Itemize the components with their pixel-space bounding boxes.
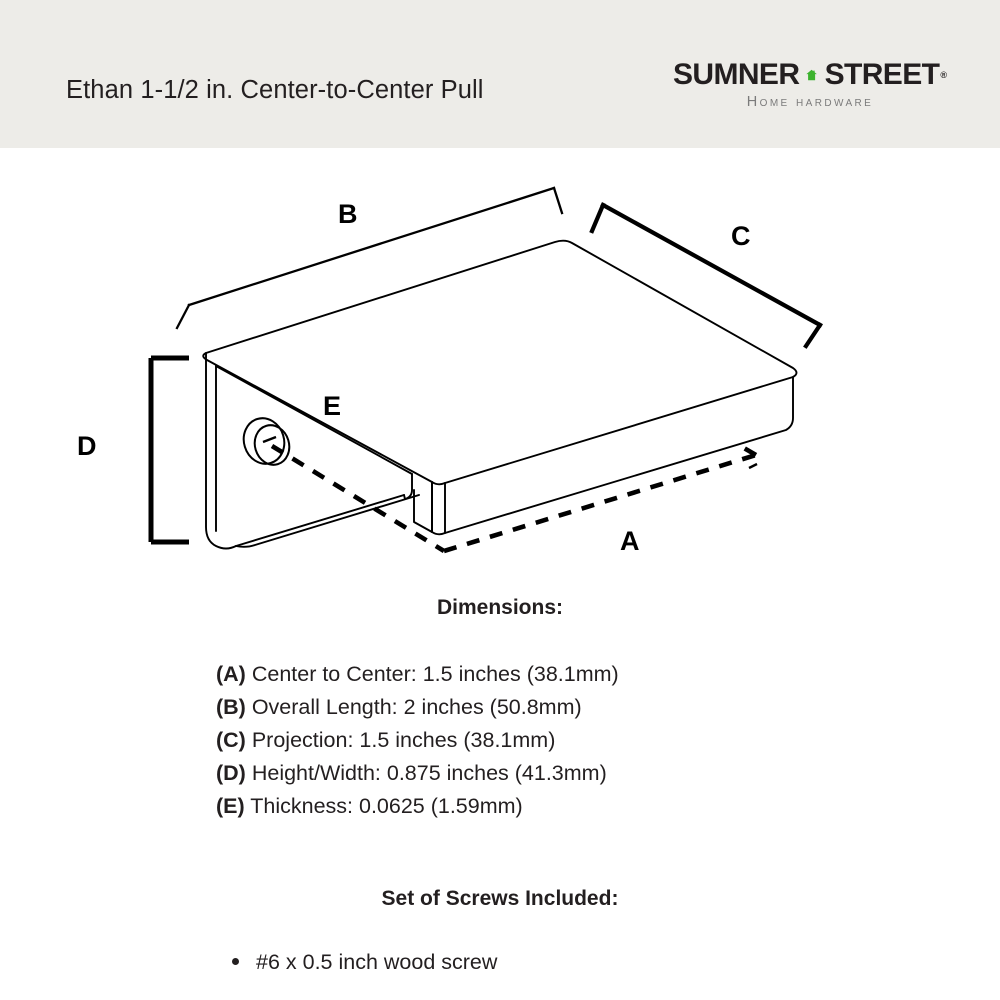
registered-mark-icon: ® — [940, 70, 947, 80]
dimension-text-b: Overall Length: 2 inches (50.8mm) — [245, 695, 582, 719]
logo-word-sumner: SUMNER — [673, 58, 800, 91]
dimension-label-a: A — [620, 526, 640, 556]
dimension-label-d: D — [77, 431, 97, 461]
screw-item-text: #6 x 0.5 inch wood screw — [256, 950, 498, 974]
dimension-bracket-d — [148, 355, 189, 545]
screw-hole — [242, 417, 291, 466]
pull-body-outline — [202, 239, 798, 550]
house-icon — [806, 69, 818, 81]
dimension-text-a: Center to Center: 1.5 inches (38.1mm) — [245, 662, 619, 686]
product-technical-drawing: B C D — [0, 150, 1000, 580]
dimension-key-b: (B) — [216, 695, 246, 719]
dimension-bracket-b — [175, 186, 564, 330]
dimension-key-a: (A) — [216, 662, 246, 686]
logo-tagline: Home Hardware — [746, 94, 874, 110]
page-title: Ethan 1-1/2 in. Center-to-Center Pull — [66, 76, 484, 104]
dimension-row-d: (D) Height/Width: 0.875 inches (41.3mm) — [0, 757, 1000, 790]
dimension-row-b: (B) Overall Length: 2 inches (50.8mm) — [0, 691, 1000, 724]
dimension-row-c: (C) Projection: 1.5 inches (38.1mm) — [0, 724, 1000, 757]
dimensions-heading: Dimensions: — [436, 596, 564, 619]
bullet-icon — [232, 958, 239, 965]
screw-list-item: #6 x 0.5 inch wood screw — [0, 947, 1000, 977]
dimensions-list: (A) Center to Center: 1.5 inches (38.1mm… — [0, 658, 1000, 823]
dimension-key-e: (E) — [216, 794, 245, 818]
dimension-row-a: (A) Center to Center: 1.5 inches (38.1mm… — [0, 658, 1000, 691]
screws-heading: Set of Screws Included: — [381, 887, 619, 910]
dimension-label-c: C — [731, 221, 751, 251]
brand-logo: SUMNER STREET ® Home Hardware — [673, 58, 947, 116]
logo-wordmark: SUMNER STREET ® — [673, 58, 947, 92]
dimension-line-a — [270, 442, 758, 554]
dimension-text-d: Height/Width: 0.875 inches (41.3mm) — [245, 761, 607, 785]
dimension-text-e: Thickness: 0.0625 (1.59mm) — [244, 794, 523, 818]
dimension-text-c: Projection: 1.5 inches (38.1mm) — [245, 728, 556, 752]
dimension-key-c: (C) — [216, 728, 246, 752]
screws-list: #6 x 0.5 inch wood screw — [0, 947, 1000, 977]
dimension-label-b: B — [338, 199, 358, 229]
specifications-block: Dimensions: (A) Center to Center: 1.5 in… — [0, 596, 1000, 977]
dimension-bracket-c — [589, 202, 823, 349]
dimension-tick-a — [748, 462, 758, 470]
header-band — [0, 0, 1000, 148]
drawing-svg: B C D — [77, 186, 823, 556]
dimension-label-e: E — [323, 391, 341, 421]
dimension-row-e: (E) Thickness: 0.0625 (1.59mm) — [0, 790, 1000, 823]
logo-word-street: STREET — [824, 58, 940, 91]
dimension-key-d: (D) — [216, 761, 246, 785]
